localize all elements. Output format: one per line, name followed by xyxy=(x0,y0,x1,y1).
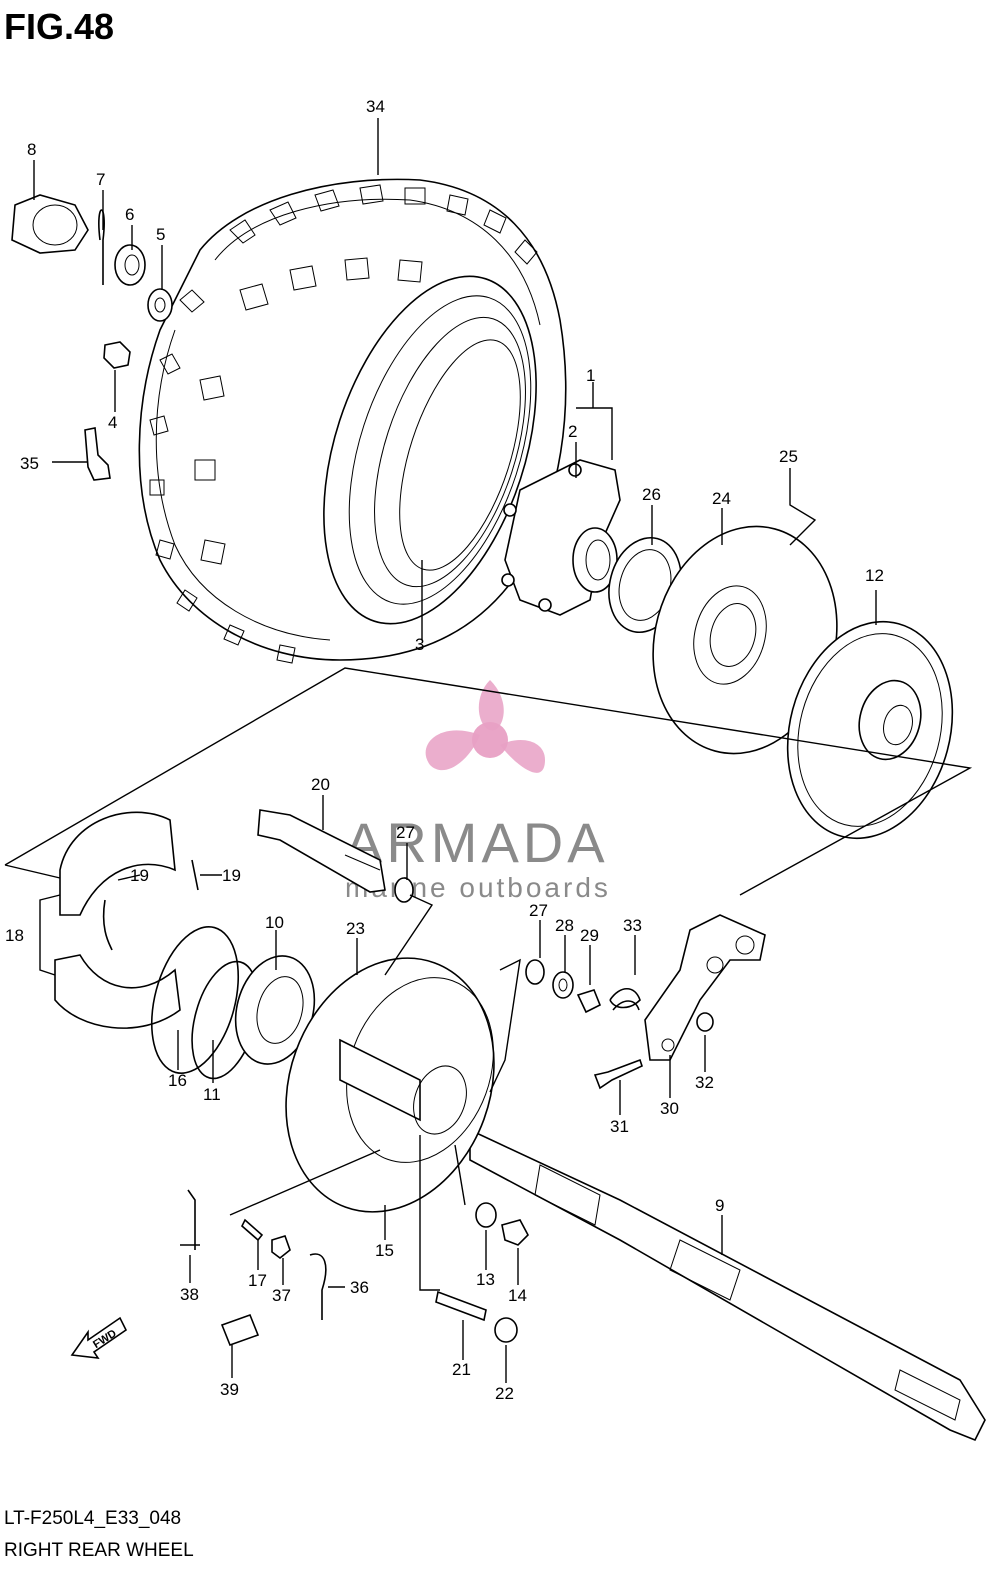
callout-29: 29 xyxy=(580,926,599,945)
brake-camshaft xyxy=(257,809,386,893)
leader-lines xyxy=(33,118,877,1383)
callout-labels: 1 2 3 4 5 6 7 8 9 10 11 12 13 14 15 16 1… xyxy=(5,97,884,1403)
callout-7: 7 xyxy=(96,170,105,189)
callout-2: 2 xyxy=(568,422,577,441)
callout-28: 28 xyxy=(555,916,574,935)
callout-19b: 19 xyxy=(222,866,241,885)
callout-24: 24 xyxy=(712,489,731,508)
rear-axle xyxy=(469,1128,986,1442)
callout-37: 37 xyxy=(272,1286,291,1305)
tire-assembly xyxy=(138,178,567,664)
callout-5: 5 xyxy=(156,225,165,244)
brake-panel xyxy=(285,957,495,1213)
callout-32: 32 xyxy=(695,1073,714,1092)
callout-39: 39 xyxy=(220,1380,239,1399)
callout-38: 38 xyxy=(180,1285,199,1304)
callout-1: 1 xyxy=(586,366,595,385)
assembly-outline xyxy=(4,667,973,1291)
callout-17: 17 xyxy=(248,1271,267,1290)
callout-12: 12 xyxy=(865,566,884,585)
figure-code: LT-F250L4_E33_048 xyxy=(4,1508,182,1529)
callout-4: 4 xyxy=(108,413,117,432)
drum-cover xyxy=(652,525,838,755)
callout-36: 36 xyxy=(350,1278,369,1297)
callout-13: 13 xyxy=(476,1270,495,1289)
callout-19a: 19 xyxy=(130,866,149,885)
callout-31: 31 xyxy=(610,1117,629,1136)
brake-cam-lever xyxy=(609,914,766,1061)
hardware-top-left xyxy=(11,194,173,481)
callout-8: 8 xyxy=(27,140,36,159)
callout-33: 33 xyxy=(623,916,642,935)
callout-14: 14 xyxy=(508,1286,527,1305)
brake-drum xyxy=(786,620,954,840)
callout-10: 10 xyxy=(265,913,284,932)
callout-9: 9 xyxy=(715,1196,724,1215)
callout-15: 15 xyxy=(375,1241,394,1260)
wheel-hub xyxy=(501,459,621,616)
figure-name: RIGHT REAR WHEEL xyxy=(4,1540,194,1561)
callout-27b: 27 xyxy=(529,901,548,920)
callout-11: 11 xyxy=(203,1085,221,1104)
fwd-arrow-icon: FWD xyxy=(70,1316,128,1359)
washers-right xyxy=(394,877,602,1014)
callout-3: 3 xyxy=(415,635,424,654)
watermark-tagline: marine outboards xyxy=(345,872,611,903)
callout-30: 30 xyxy=(660,1099,679,1118)
callout-26: 26 xyxy=(642,485,661,504)
figure-title: FIG.48 xyxy=(4,6,115,47)
callout-22: 22 xyxy=(495,1384,514,1403)
callout-34: 34 xyxy=(366,97,385,116)
callout-20: 20 xyxy=(311,775,330,794)
callout-27a: 27 xyxy=(396,823,415,842)
brake-shoes xyxy=(54,811,199,1029)
callout-21: 21 xyxy=(452,1360,471,1379)
callout-23: 23 xyxy=(346,919,365,938)
callout-6: 6 xyxy=(125,205,134,224)
callout-16: 16 xyxy=(168,1071,187,1090)
callout-35: 35 xyxy=(20,454,39,473)
watermark-logo xyxy=(425,680,545,773)
callout-25: 25 xyxy=(779,447,798,466)
callout-18: 18 xyxy=(5,926,24,945)
fasteners-lower xyxy=(180,1012,714,1347)
watermark-brand: ARMADA xyxy=(345,811,609,874)
